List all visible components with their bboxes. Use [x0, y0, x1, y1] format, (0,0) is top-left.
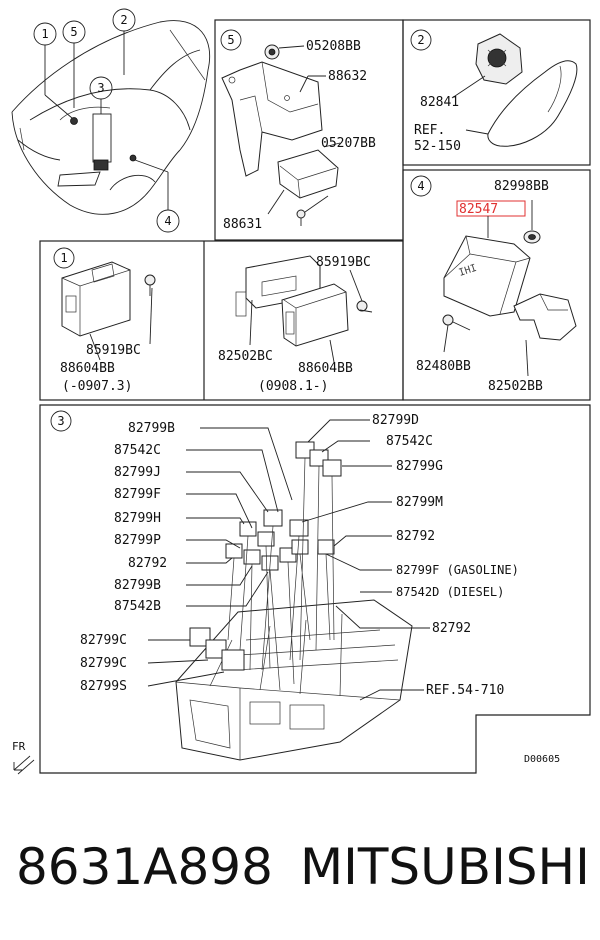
relay-label: 82799F	[114, 487, 161, 502]
callout-5-label: 5	[70, 25, 77, 39]
panel-4: 4 82547 82998BB IHI 82480BB 82502BB	[402, 169, 591, 401]
part-number: 05207BB	[321, 136, 376, 151]
relay-label: 82799B	[128, 421, 175, 436]
part-number: 82841	[420, 95, 459, 110]
relay-label: 87542B	[114, 599, 161, 614]
fr-label: FR	[12, 740, 26, 753]
svg-text:IHI: IHI	[458, 263, 479, 279]
callout-3-label: 3	[97, 81, 104, 95]
relay-label: 82799F (GASOLINE)	[396, 563, 519, 577]
panel-1-callout: 1	[60, 251, 67, 265]
part-number: 05208BB	[306, 39, 361, 54]
relay-label: 82792	[396, 529, 435, 544]
part-number: 85919BC	[86, 343, 141, 358]
highlight-box	[456, 200, 526, 217]
front-direction-indicator: FR	[12, 740, 35, 775]
brand-name: MITSUBISHI	[300, 838, 590, 896]
relay-label: 82792	[128, 556, 167, 571]
part-number: 88604BB	[60, 361, 115, 376]
ref-label: REF.	[414, 123, 445, 138]
panel-5: 5 05208BB 88632 05207BB 88631	[214, 19, 404, 241]
ref-value: 52-150	[414, 139, 461, 154]
relay-label: 82799H	[114, 511, 161, 526]
diagram-code: D00605	[524, 754, 560, 765]
panel-2-callout: 2	[417, 33, 424, 47]
part-number: 88631	[223, 217, 262, 232]
relay-label: 87542C	[386, 434, 433, 449]
relay-label: 82799C	[80, 656, 127, 671]
panel-1: 1 85919BC 88604BB (-0907.3) 85919BC 8250…	[39, 240, 404, 401]
date-range: (0908.1-)	[258, 379, 328, 394]
ref-label: REF.54-710	[426, 683, 504, 698]
panel-5-callout: 5	[227, 33, 234, 47]
date-range: (-0907.3)	[62, 379, 132, 394]
relay-label: 82792	[432, 621, 471, 636]
parts-diagram: 1 5 2 3 4 5	[11, 8, 591, 775]
relay-label: 82799B	[114, 578, 161, 593]
callout-4-label: 4	[164, 214, 171, 228]
callout-1-label: 1	[41, 27, 48, 41]
part-number: 82480BB	[416, 359, 471, 374]
footer: 8631A898 MITSUBISHI	[16, 832, 596, 902]
relay-label: 87542C	[114, 443, 161, 458]
relay-label: 82799M	[396, 495, 443, 510]
part-number: 82502BC	[218, 349, 273, 364]
vehicle-overview: 1 5 2 3 4	[11, 8, 211, 233]
relay-label: 87542D (DIESEL)	[396, 585, 504, 599]
relay-label: 82799C	[80, 633, 127, 648]
panel-2: 2 82841 REF. 52-150	[402, 19, 591, 166]
highlighted-part-number: 82547	[459, 202, 498, 217]
arrow-icon	[13, 755, 35, 775]
relay-label: 82799D	[372, 413, 419, 428]
part-number: 82502BB	[488, 379, 543, 394]
relay-cluster	[189, 441, 342, 671]
relay-label: 82799S	[80, 679, 127, 694]
relay-label: 82799J	[114, 465, 161, 480]
panel-3-callout: 3	[57, 414, 64, 428]
part-number: 88604BB	[298, 361, 353, 376]
part-number: 85919BC	[316, 255, 371, 270]
panel-4-callout: 4	[417, 179, 424, 193]
panel-3: 3	[39, 404, 591, 774]
part-number: 82998BB	[494, 179, 549, 194]
part-code: 8631A898	[16, 838, 273, 896]
relay-label: 82799P	[114, 533, 161, 548]
part-number: 88632	[328, 69, 367, 84]
relay-label: 82799G	[396, 459, 443, 474]
relay-location-box	[92, 113, 112, 163]
callout-2-label: 2	[120, 13, 127, 27]
